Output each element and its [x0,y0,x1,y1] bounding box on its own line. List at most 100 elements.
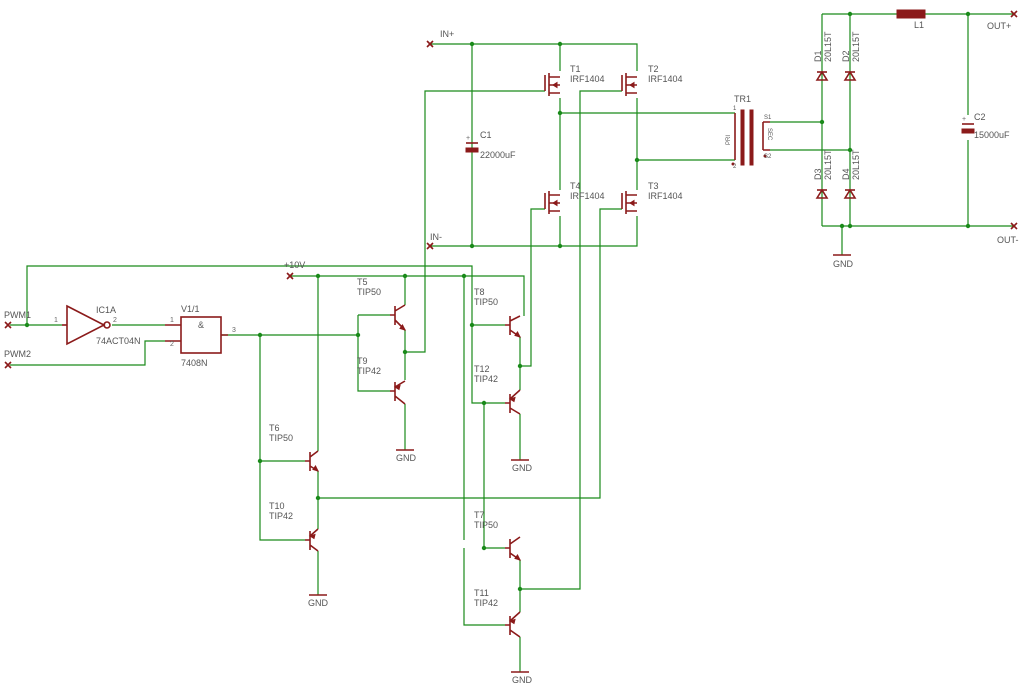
mosfet-t3: T3 IRF1404 [621,181,683,214]
svg-text:15000uF: 15000uF [974,130,1010,140]
junctions [24,11,971,592]
svg-text:GND: GND [308,598,329,608]
svg-text:22000uF: 22000uF [480,150,516,160]
bjt-t8: T8 TIP50 [474,287,521,338]
diode-d1: D1 20L15T [813,31,833,81]
svg-text:TIP50: TIP50 [357,287,381,297]
port-out-minus: OUT- [997,222,1019,245]
svg-text:20L15T: 20L15T [823,31,833,62]
svg-text:S1: S1 [764,115,772,121]
svg-text:T1: T1 [570,64,581,74]
svg-text:L1: L1 [914,20,924,30]
svg-text:IN+: IN+ [440,29,454,39]
svg-text:GND: GND [512,463,533,473]
bjt-t6: T6 TIP50 [269,423,319,472]
svg-text:PWM1: PWM1 [4,310,31,320]
transformer-tr1: TR1 PRI SEC 1 2 S1 S2 [726,94,772,170]
svg-text:+: + [466,135,470,142]
bjt-t12: T12 TIP42 [474,364,521,415]
gnd-t11: GND [511,671,533,685]
svg-text:IC1A: IC1A [96,305,116,315]
svg-text:D4: D4 [841,168,851,180]
svg-text:T10: T10 [269,501,285,511]
svg-text:1: 1 [170,317,174,324]
svg-text:IRF1404: IRF1404 [570,74,605,84]
svg-text:74ACT04N: 74ACT04N [96,336,141,346]
svg-text:S2: S2 [764,154,772,160]
svg-text:TIP50: TIP50 [474,297,498,307]
v1-and-gate: & V1/1 7408N 1 2 3 [165,304,236,368]
bjt-t7: T7 TIP50 [474,510,521,561]
svg-text:TIP42: TIP42 [269,511,293,521]
wires [10,13,1014,672]
svg-text:TIP50: TIP50 [269,433,293,443]
svg-text:1: 1 [733,106,737,112]
svg-text:IRF1404: IRF1404 [648,191,683,201]
svg-text:OUT-: OUT- [997,235,1019,245]
svg-text:T6: T6 [269,423,280,433]
svg-text:T7: T7 [474,510,485,520]
svg-text:TIP42: TIP42 [357,366,381,376]
svg-text:TIP42: TIP42 [474,374,498,384]
port-in-minus: IN- [426,232,442,250]
svg-text:2: 2 [113,317,117,324]
svg-text:2: 2 [170,341,174,348]
ic1a-inverter: IC1A 74ACT04N 1 2 [54,304,141,346]
svg-text:TIP42: TIP42 [474,598,498,608]
svg-text:20L15T: 20L15T [851,149,861,180]
diode-d4: D4 20L15T [841,149,861,199]
svg-text:TR1: TR1 [734,94,751,104]
svg-text:OUT+: OUT+ [987,21,1011,31]
port-v10: +10V [284,260,305,280]
capacitor-c2: + C2 15000uF [961,112,1010,140]
svg-text:T12: T12 [474,364,490,374]
port-pwm1: PWM1 [4,310,31,329]
svg-text:1: 1 [54,317,58,324]
svg-text:C2: C2 [974,112,986,122]
svg-text:SEC: SEC [766,128,772,141]
gnd-t9: GND [396,449,417,463]
svg-text:C1: C1 [480,130,492,140]
svg-text:T4: T4 [570,181,581,191]
svg-text:GND: GND [833,259,854,269]
svg-text:20L15T: 20L15T [823,149,833,180]
svg-text:3: 3 [232,327,236,334]
svg-text:GND: GND [512,675,533,685]
svg-text:T5: T5 [357,277,368,287]
svg-text:PWM2: PWM2 [4,349,31,359]
mosfet-t4: T4 IRF1404 [544,181,605,214]
svg-text:T8: T8 [474,287,485,297]
mosfet-t2: T2 IRF1404 [621,64,683,96]
svg-text:D1: D1 [813,50,823,62]
svg-text:T3: T3 [648,181,659,191]
gnd-t12: GND [511,459,533,473]
svg-text:+: + [962,116,966,123]
inductor-l1: L1 [896,9,926,30]
svg-text:PRI: PRI [726,135,732,145]
svg-text:T11: T11 [474,588,489,598]
svg-text:IN-: IN- [430,232,442,242]
bjt-t11: T11 TIP42 [474,588,521,638]
bjt-t9: T9 TIP42 [357,356,406,405]
svg-text:GND: GND [396,453,417,463]
svg-text:V1/1: V1/1 [181,304,200,314]
gnd-t10: GND [308,594,329,608]
svg-text:D2: D2 [841,50,851,62]
bjt-t10: T10 TIP42 [269,501,319,552]
port-pwm2: PWM2 [4,349,31,369]
svg-text:&: & [198,320,204,330]
svg-text:+10V: +10V [284,260,305,270]
svg-text:7408N: 7408N [181,358,208,368]
svg-text:TIP50: TIP50 [474,520,498,530]
port-in-plus: IN+ [426,29,454,48]
svg-text:D3: D3 [813,168,823,180]
svg-text:20L15T: 20L15T [851,31,861,62]
svg-text:IRF1404: IRF1404 [570,191,605,201]
svg-text:T9: T9 [357,356,368,366]
svg-text:T2: T2 [648,64,659,74]
diode-d2: D2 20L15T [841,31,861,81]
capacitor-c1: + C1 22000uF [465,130,516,160]
mosfet-t1: T1 IRF1404 [544,64,605,96]
diode-d3: D3 20L15T [813,149,833,199]
